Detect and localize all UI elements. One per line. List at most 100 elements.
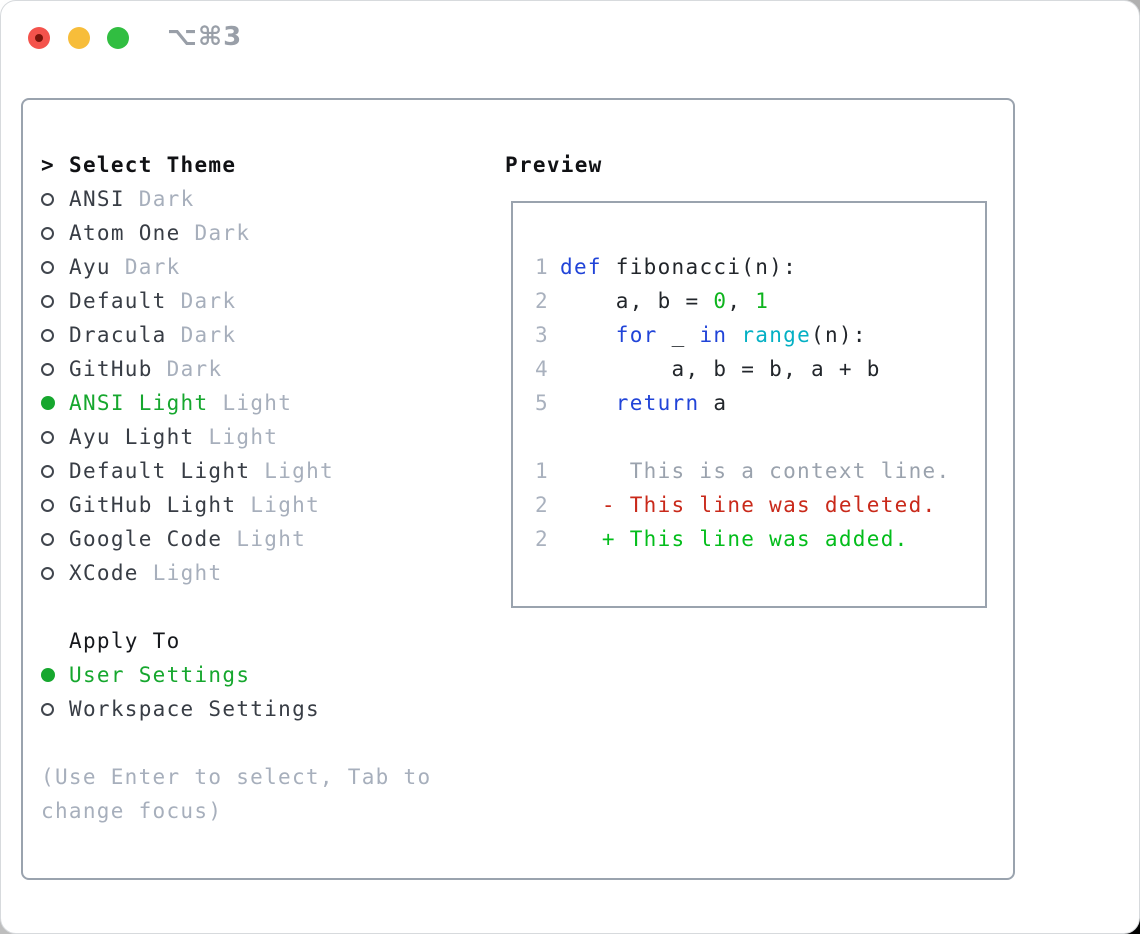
- code-line: 5 return a: [535, 386, 985, 420]
- theme-option[interactable]: Default Dark: [41, 284, 461, 318]
- code-token-plain: a: [699, 391, 728, 415]
- radio-marker: [41, 668, 69, 682]
- theme-option[interactable]: XCode Light: [41, 556, 461, 590]
- blank-line: [535, 420, 985, 454]
- code-token-plain: _: [657, 323, 700, 347]
- apply-to-option[interactable]: User Settings: [41, 658, 461, 692]
- select-theme-header: > Select Theme: [41, 148, 461, 182]
- code-token-kw: in: [699, 323, 728, 347]
- option-label: Ayu Light: [69, 425, 195, 449]
- option-label: Workspace Settings: [69, 697, 320, 721]
- option-label: User Settings: [69, 663, 251, 687]
- radio-unselected-icon: [41, 226, 54, 240]
- theme-option[interactable]: Atom One Dark: [41, 216, 461, 250]
- option-label: GitHub: [69, 357, 153, 381]
- minimize-button[interactable]: [68, 27, 90, 49]
- keyboard-shortcut-label: ⌥⌘3: [167, 22, 243, 52]
- spacer: [41, 590, 461, 624]
- radio-unselected-icon: [41, 464, 54, 478]
- variant-badge: Light: [250, 493, 321, 517]
- radio-selected-icon: [41, 396, 55, 410]
- diff-line: 2 + This line was added.: [535, 522, 985, 556]
- line-number: 2: [535, 527, 549, 551]
- code-token-add: + This line was added.: [560, 527, 909, 551]
- radio-unselected-icon: [41, 498, 54, 512]
- variant-badge: Dark: [194, 221, 251, 245]
- option-label: Default: [69, 289, 167, 313]
- code-token-del: - This line was deleted.: [560, 493, 937, 517]
- select-theme-title: Select Theme: [69, 153, 237, 177]
- radio-unselected-icon: [41, 702, 54, 716]
- apply-to-option[interactable]: Workspace Settings: [41, 692, 461, 726]
- option-label: Google Code: [69, 527, 223, 551]
- code-token-num: 0: [713, 289, 728, 313]
- line-number: 5: [535, 391, 549, 415]
- code-token-plain: a, b = b, a + b: [560, 357, 881, 381]
- zoom-button[interactable]: [107, 27, 129, 49]
- line-number: 2: [535, 289, 549, 313]
- theme-option[interactable]: ANSI Dark: [41, 182, 461, 216]
- code-token-plain: [560, 391, 616, 415]
- radio-marker: [41, 192, 69, 206]
- option-label: XCode: [69, 561, 139, 585]
- code-token-kw: return: [615, 391, 700, 415]
- option-label: Dracula: [69, 323, 167, 347]
- spacer: [41, 726, 461, 760]
- variant-badge: Light: [222, 391, 293, 415]
- close-button[interactable]: [28, 27, 50, 49]
- radio-marker: [41, 498, 69, 512]
- radio-selected-icon: [41, 668, 55, 682]
- line-number: 1: [535, 459, 549, 483]
- theme-option[interactable]: Ayu Dark: [41, 250, 461, 284]
- prompt-icon: >: [41, 153, 55, 177]
- variant-badge: Dark: [138, 187, 195, 211]
- preview-title: Preview: [505, 153, 603, 177]
- diff-line: 2 - This line was deleted.: [535, 488, 985, 522]
- theme-option[interactable]: GitHub Light Light: [41, 488, 461, 522]
- radio-marker: [41, 464, 69, 478]
- variant-badge: Dark: [166, 357, 223, 381]
- radio-marker: [41, 532, 69, 546]
- variant-badge: Dark: [180, 289, 237, 313]
- radio-marker: [41, 430, 69, 444]
- code-token-plain: [727, 323, 741, 347]
- line-number: 2: [535, 493, 549, 517]
- line-number: 1: [535, 255, 549, 279]
- radio-unselected-icon: [41, 192, 54, 206]
- theme-option[interactable]: GitHub Dark: [41, 352, 461, 386]
- code-token-num: 1: [755, 289, 770, 313]
- help-text: (Use Enter to select, Tab to change focu…: [41, 765, 432, 823]
- radio-marker: [41, 328, 69, 342]
- radio-unselected-icon: [41, 260, 54, 274]
- radio-unselected-icon: [41, 294, 54, 308]
- radio-unselected-icon: [41, 362, 54, 376]
- option-label: ANSI: [69, 187, 125, 211]
- radio-marker: [41, 566, 69, 580]
- code-line: 3 for _ in range(n):: [535, 318, 985, 352]
- line-number: 3: [535, 323, 549, 347]
- option-label: Atom One: [69, 221, 181, 245]
- radio-marker: [41, 362, 69, 376]
- option-label: GitHub Light: [69, 493, 237, 517]
- radio-unselected-icon: [41, 430, 54, 444]
- variant-badge: Light: [152, 561, 223, 585]
- radio-marker: [41, 294, 69, 308]
- option-label: Ayu: [69, 255, 111, 279]
- radio-unselected-icon: [41, 532, 54, 546]
- code-line: 4 a, b = b, a + b: [535, 352, 985, 386]
- variant-badge: Dark: [124, 255, 181, 279]
- radio-marker: [41, 702, 69, 716]
